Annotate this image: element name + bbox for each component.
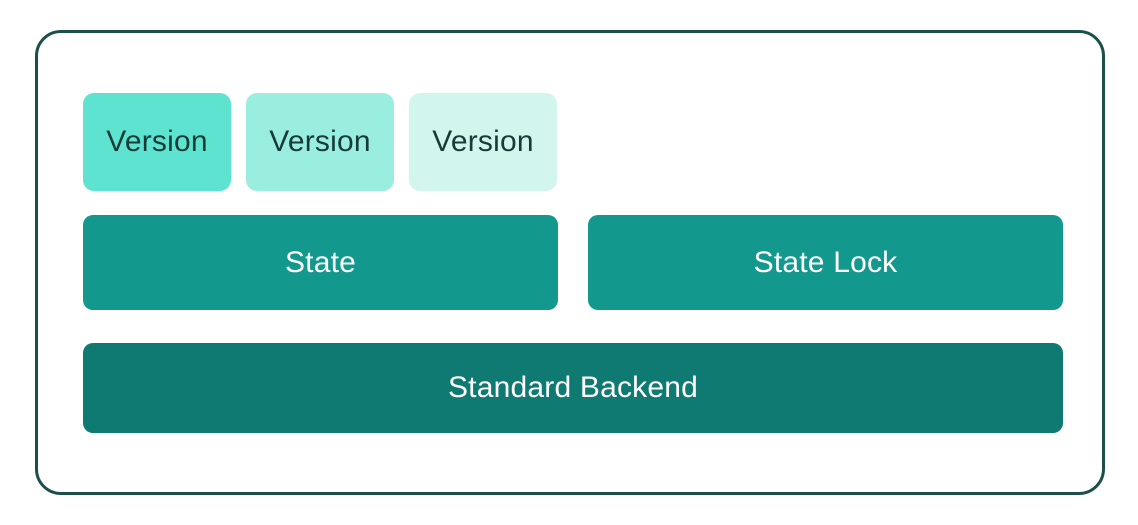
version-box-3[interactable]: Version — [409, 93, 557, 191]
backend-row: Standard Backend — [83, 343, 1063, 433]
state-box[interactable]: State — [83, 215, 558, 310]
standard-backend-box[interactable]: Standard Backend — [83, 343, 1063, 433]
version-row: Version Version Version — [83, 93, 1063, 191]
standard-backend-card: Version Version Version State State Lock… — [35, 30, 1105, 495]
version-box-2[interactable]: Version — [246, 93, 394, 191]
version-box-1[interactable]: Version — [83, 93, 231, 191]
state-row: State State Lock — [83, 215, 1063, 310]
state-lock-box[interactable]: State Lock — [588, 215, 1063, 310]
